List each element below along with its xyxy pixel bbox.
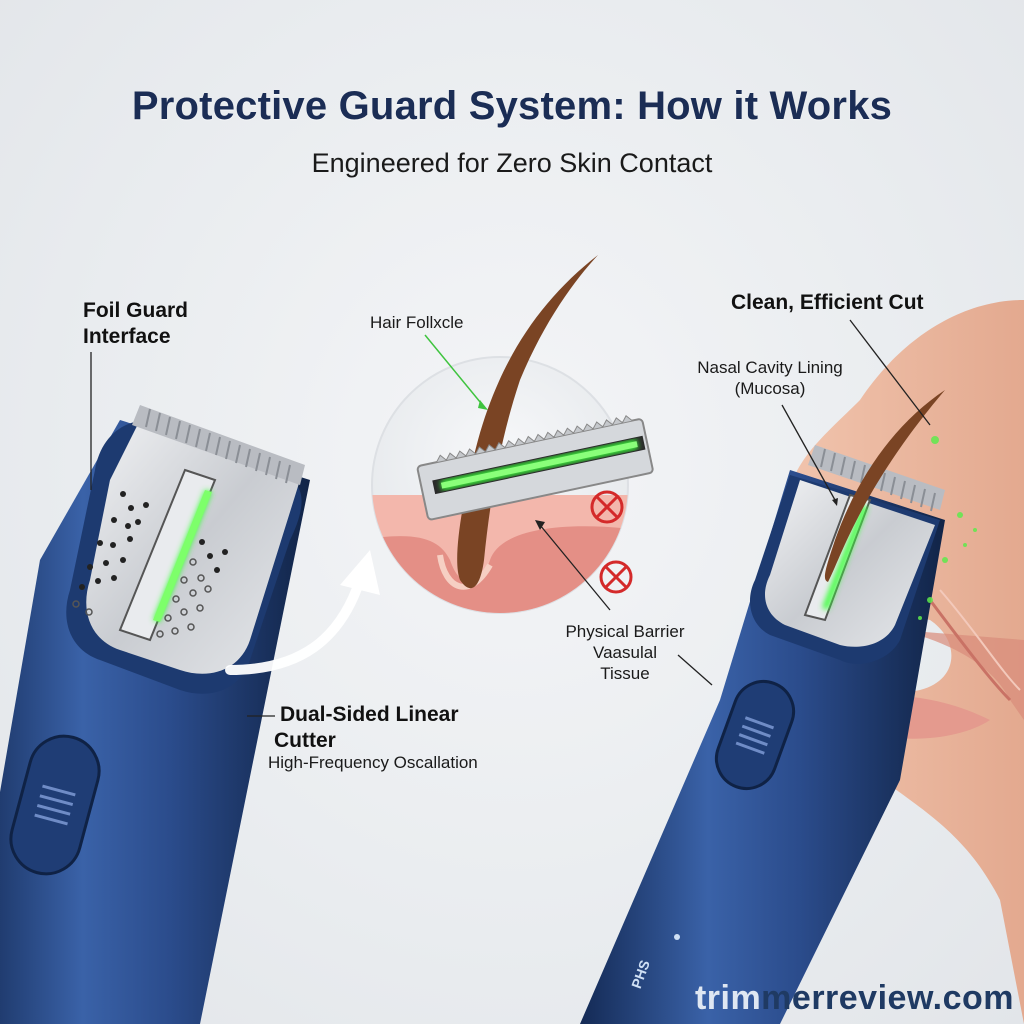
curved-arrow <box>225 575 365 675</box>
watermark: trimmerreview.com <box>695 979 1014 1018</box>
leader-lines <box>90 319 931 717</box>
label-hair-follicle: Hair Follxcle <box>370 313 464 332</box>
label-line: Physical Barrier <box>565 622 685 641</box>
page-subtitle: Engineered for Zero Skin Contact <box>311 148 713 178</box>
label-line: Foil Guard <box>83 299 188 322</box>
watermark-part: merreview.com <box>761 979 1014 1017</box>
label-line: Tissue <box>600 664 650 683</box>
label-line: Cutter <box>274 729 336 752</box>
left-trimmer <box>0 405 310 1024</box>
label-cutter-sub: High-Frequency Oscallation <box>268 753 478 772</box>
warning-x-icon <box>599 560 633 594</box>
label-line: Dual-Sided Linear <box>280 703 459 726</box>
magnified-detail <box>371 255 654 614</box>
label-line: Nasal Cavity Lining <box>697 358 843 377</box>
label-clean-cut: Clean, Efficient Cut <box>731 291 924 314</box>
right-trimmer <box>580 390 977 1024</box>
label-line: (Mucosa) <box>734 379 806 398</box>
label-line: Interface <box>83 325 171 348</box>
label-nasal-lining: Nasal Cavity Lining (Mucosa) <box>670 357 870 399</box>
label-physical-barrier: Physical Barrier Vaasulal Tissue <box>540 621 710 684</box>
warning-x-icon <box>590 490 624 524</box>
watermark-part: trim <box>694 979 762 1017</box>
page-title: Protective Guard System: How it Works <box>131 84 893 128</box>
label-line: Vaasulal <box>593 643 657 662</box>
label-cutter: Dual-Sided Linear Cutter <box>274 702 459 754</box>
label-foil-guard: Foil Guard Interface <box>83 298 188 350</box>
